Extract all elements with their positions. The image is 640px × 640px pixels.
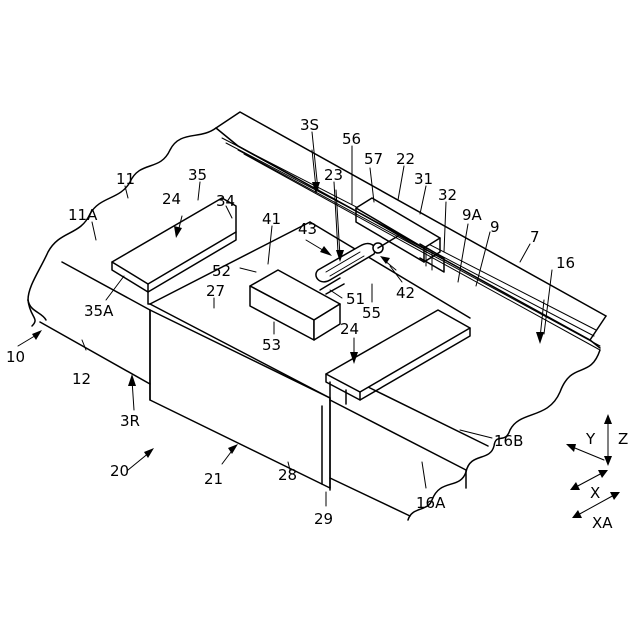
axis-label-z: Z bbox=[618, 430, 628, 448]
label-35: 35 bbox=[188, 166, 207, 184]
label-3R: 3R bbox=[120, 412, 140, 430]
label-16B: 16B bbox=[494, 432, 523, 450]
label-23: 23 bbox=[324, 166, 343, 184]
label-21: 21 bbox=[204, 470, 223, 488]
label-57: 57 bbox=[364, 150, 383, 168]
label-16: 16 bbox=[556, 254, 575, 272]
axis-label-y: Y bbox=[585, 430, 596, 448]
label-20: 20 bbox=[110, 462, 129, 480]
label-56: 56 bbox=[342, 130, 361, 148]
label-9A: 9A bbox=[462, 206, 483, 224]
label-41: 41 bbox=[262, 210, 281, 228]
axis-label-xa: XA bbox=[592, 514, 613, 532]
label-27: 27 bbox=[206, 282, 225, 300]
label-29: 29 bbox=[314, 510, 333, 528]
label-42: 42 bbox=[396, 284, 415, 302]
label-32: 32 bbox=[438, 186, 457, 204]
label-53: 53 bbox=[262, 336, 281, 354]
label-22: 22 bbox=[396, 150, 415, 168]
label-24-top: 24 bbox=[162, 190, 181, 208]
label-52: 52 bbox=[212, 262, 231, 280]
label-55: 55 bbox=[362, 304, 381, 322]
label-9: 9 bbox=[490, 218, 500, 236]
axis-label-x: X bbox=[590, 484, 600, 502]
label-7: 7 bbox=[530, 228, 540, 246]
label-28: 28 bbox=[278, 466, 297, 484]
label-24-bottom: 24 bbox=[340, 320, 359, 338]
label-35A: 35A bbox=[84, 302, 114, 320]
label-3S: 3S bbox=[300, 116, 319, 134]
label-12: 12 bbox=[72, 370, 91, 388]
label-10: 10 bbox=[6, 348, 25, 366]
label-11A: 11A bbox=[68, 206, 98, 224]
label-16A: 16A bbox=[416, 494, 446, 512]
label-31: 31 bbox=[414, 170, 433, 188]
label-43: 43 bbox=[298, 220, 317, 238]
label-34: 34 bbox=[216, 192, 235, 210]
label-11: 11 bbox=[116, 170, 135, 188]
link-rod bbox=[316, 236, 398, 294]
